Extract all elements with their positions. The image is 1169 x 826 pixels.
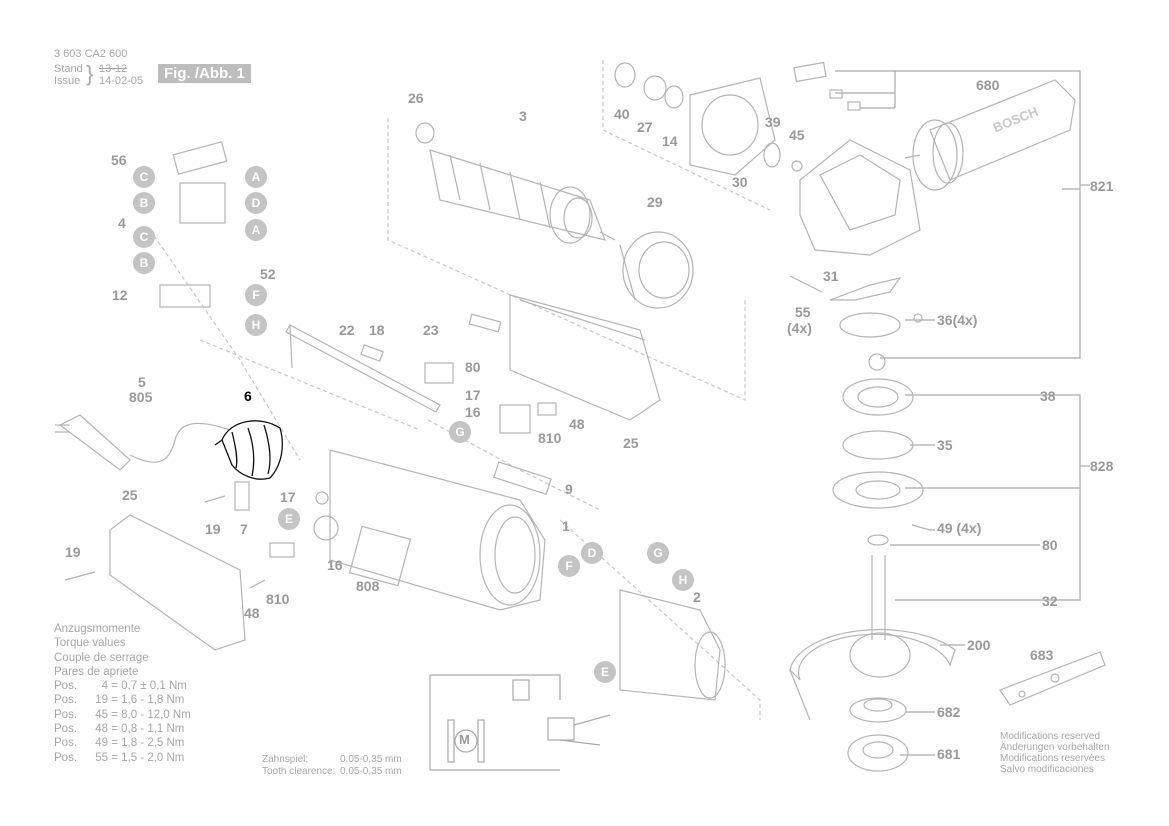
marker-b-1: B <box>133 192 155 214</box>
part-label-828: 828 <box>1090 458 1114 474</box>
part-label-683: 683 <box>1030 647 1054 663</box>
part-label-35: 35 <box>937 437 953 453</box>
marker-d-1: D <box>245 192 267 214</box>
torque-values-table: Anzugsmomente Torque values Couple de se… <box>54 622 191 765</box>
part-label-22: 22 <box>339 322 355 338</box>
part-label-6-highlighted: 6 <box>244 388 252 404</box>
tooth-clearance-de-value: 0,05-0,35 mm <box>340 754 402 765</box>
part-label-810-lower: 810 <box>266 591 290 607</box>
part-label-40: 40 <box>614 106 630 122</box>
marker-f-2: F <box>558 555 580 577</box>
figure-tag: Fig. /Abb. 1 <box>158 64 251 83</box>
torque-row: Pos.49 = 1,8 - 2,5 Nm <box>54 737 185 750</box>
motor-symbol: M <box>459 732 470 747</box>
part-label-49: 49 (4x) <box>937 520 982 536</box>
part-label-680: 680 <box>976 77 1000 93</box>
marker-d-2: D <box>581 542 603 564</box>
torque-row: Pos.45 = 8,0 - 12,0 Nm <box>54 708 191 721</box>
stand-label: Stand <box>54 63 83 75</box>
part-label-808: 808 <box>356 578 380 594</box>
torque-row: Pos.4 = 0,7 ± 0,1 Nm <box>54 680 187 693</box>
part-label-48-lower: 48 <box>244 605 260 621</box>
part-label-810-upper: 810 <box>538 430 562 446</box>
part-label-14: 14 <box>662 133 678 149</box>
part-label-16-lower: 16 <box>327 557 343 573</box>
part-label-200: 200 <box>967 637 991 653</box>
marker-e-1: E <box>278 508 300 530</box>
part-label-30: 30 <box>732 174 748 190</box>
part-label-25-lower: 25 <box>122 487 138 503</box>
part-label-52: 52 <box>260 266 276 282</box>
marker-a-1: A <box>245 166 267 188</box>
torque-title-es: Pares de apriete <box>54 665 139 678</box>
modifications-note: Modifications reserved Änderungen vorbeh… <box>1000 731 1110 775</box>
torque-row: Pos.55 = 1,5 - 2,0 Nm <box>54 751 185 764</box>
part-label-5: 5 <box>138 374 146 390</box>
marker-h-2: H <box>672 569 694 591</box>
marker-g-2: G <box>647 542 669 564</box>
marker-c-2: C <box>133 226 155 248</box>
part-label-26: 26 <box>408 90 424 106</box>
issue-label: Issue <box>54 75 81 87</box>
torque-row: Pos.19 = 1,6 - 1,8 Nm <box>54 694 185 707</box>
marker-g-1: G <box>449 421 471 443</box>
part-label-9: 9 <box>565 481 573 497</box>
doc-number: 3 603 CA2 600 <box>54 48 128 60</box>
part-label-32: 32 <box>1042 593 1058 609</box>
part-label-12: 12 <box>112 287 128 303</box>
part-label-45: 45 <box>789 127 805 143</box>
part-label-56: 56 <box>111 152 127 168</box>
part-label-821: 821 <box>1090 178 1114 194</box>
part-label-17-upper: 17 <box>465 387 481 403</box>
part-label-27: 27 <box>637 119 653 135</box>
torque-title-en: Torque values <box>54 637 126 650</box>
tooth-clearance-en-value: 0,05-0,35 mm <box>340 766 402 777</box>
part-label-25-upper: 25 <box>623 435 639 451</box>
marker-c-1: C <box>133 166 155 188</box>
stand-value-struck: 13-12 <box>99 63 128 75</box>
part-label-23: 23 <box>423 322 439 338</box>
part-label-1: 1 <box>562 518 570 534</box>
part-label-7: 7 <box>240 521 248 537</box>
part-label-55-qty: (4x) <box>787 320 812 336</box>
part-label-18: 18 <box>369 322 385 338</box>
part-label-19-lower: 19 <box>65 544 81 560</box>
part-label-2: 2 <box>693 589 701 605</box>
marker-b-2: B <box>133 252 155 274</box>
part-label-38: 38 <box>1040 388 1056 404</box>
part-label-39: 39 <box>765 114 781 130</box>
tooth-clearance-de-label: Zahnspiel: <box>262 754 309 765</box>
part-label-29: 29 <box>647 194 663 210</box>
marker-f-1: F <box>245 284 267 306</box>
part-label-31: 31 <box>823 268 839 284</box>
part-label-3: 3 <box>519 108 527 124</box>
issue-date: 14-02-05 <box>99 75 144 87</box>
torque-title-fr: Couple de serrage <box>54 651 149 664</box>
tooth-clearance-en-label: Tooth clearence: <box>262 766 336 777</box>
brace: } <box>86 61 94 86</box>
part-label-17-lower: 17 <box>280 489 296 505</box>
torque-title-de: Anzugsmomente <box>54 623 141 635</box>
part-label-805: 805 <box>129 389 153 405</box>
part-label-19-upper: 19 <box>205 521 221 537</box>
marker-a-2: A <box>245 219 267 241</box>
part-label-681: 681 <box>937 746 961 762</box>
torque-row: Pos.48 = 0,8 - 1,1 Nm <box>54 723 185 736</box>
part-label-682: 682 <box>937 704 961 720</box>
part-label-36: 36(4x) <box>937 312 978 328</box>
part-label-80-lower: 80 <box>1042 537 1058 553</box>
part-label-4: 4 <box>118 215 126 231</box>
part-label-16-upper: 16 <box>465 404 481 420</box>
marker-h-1: H <box>245 314 267 336</box>
part-label-55: 55 <box>795 304 811 320</box>
marker-e-2: E <box>594 661 616 683</box>
part-label-80-top: 80 <box>465 359 481 375</box>
part-label-48-upper: 48 <box>569 416 585 432</box>
